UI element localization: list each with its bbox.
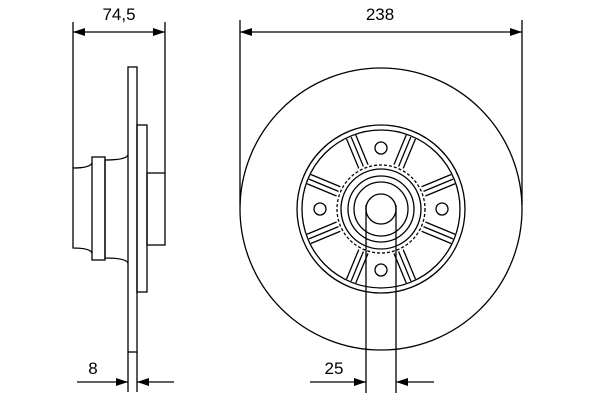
hub-rib [402,249,417,280]
hub-rib [306,183,337,197]
hub-rib [425,183,456,197]
hub-rib [350,251,364,282]
hub-rib [393,134,407,165]
hub-flange-side [136,124,148,293]
center-bore [365,193,397,225]
hub-rib [310,230,341,245]
bolt-hole [374,263,388,277]
bolt-hole [374,141,388,155]
hub-rib [345,249,360,280]
hub-rib [402,138,417,169]
hub-body-side [104,154,129,264]
hub-bore-label: 25 [325,359,344,378]
front-view [239,67,523,351]
overall-width-label: 74,5 [102,5,135,24]
bearing-ring [347,175,415,243]
hub-rib [421,173,452,188]
dimension-disc-thickness: 8 [77,352,174,392]
side-view [72,66,166,353]
disc-thickness-label: 8 [88,359,97,378]
hub-outer-ring [296,124,466,294]
bearing-inner [353,181,409,237]
hub-rib [398,136,412,167]
hub-rib [306,221,337,235]
hub-rib [308,178,339,192]
bolt-hole [435,202,449,216]
hub-rib [345,138,360,169]
disc-diameter-label: 238 [366,5,394,24]
bearing-flange-side [91,156,106,261]
disc-plate-side [127,66,138,353]
hub-rib [423,226,454,240]
hub-rib [425,221,456,235]
hub-inner-ring [301,129,461,289]
disc-outer-edge [239,67,523,351]
dimension-hub-bore: 25 [310,205,434,393]
bolt-hole [313,202,327,216]
bearing-cap-side [72,162,93,254]
hub-rib [310,173,341,188]
spindle-side [146,172,166,246]
bearing-outer [340,168,422,250]
hub-rib [355,134,369,165]
dimension-disc-diameter: 238 [239,5,523,205]
abs-tone-ring [336,164,426,254]
hub-rib [308,226,339,240]
hub-rib [350,136,364,167]
hub-rib [421,230,452,245]
hub-rib [398,251,412,282]
dimension-overall-width: 74,5 [72,5,166,173]
hub-rib [423,178,454,192]
